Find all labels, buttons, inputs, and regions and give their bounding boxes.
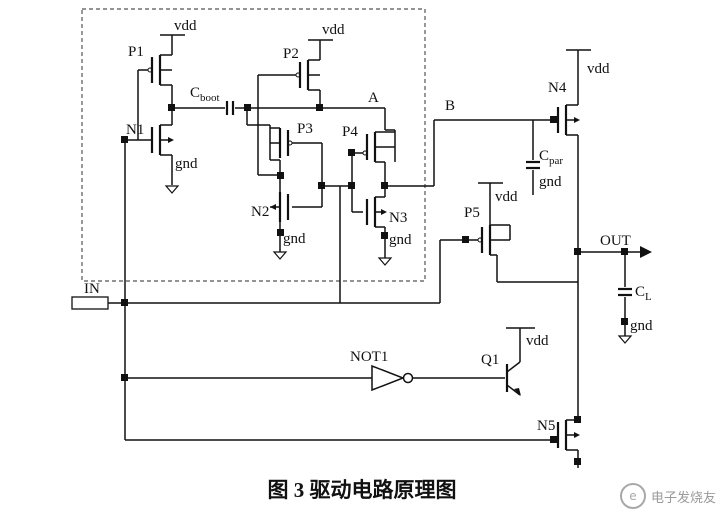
label-n5: N5: [537, 418, 555, 434]
label-gnd: gnd: [539, 174, 562, 190]
label-vdd: vdd: [174, 18, 197, 34]
label-in: IN: [84, 281, 100, 297]
transistor-q1: [505, 327, 535, 396]
transistor-n4: [556, 49, 591, 420]
transistor-p5: [466, 182, 578, 283]
label-cboot: Cboot: [190, 85, 220, 104]
label-p1: P1: [128, 44, 144, 60]
watermark: e 电子发烧友: [619, 483, 716, 509]
ground-symbol: [272, 251, 288, 260]
capacitor-cl: [617, 252, 633, 344]
label-n2: N2: [251, 204, 269, 220]
transistor-p4: [352, 108, 396, 163]
label-vdd: vdd: [587, 61, 610, 77]
label-p4: P4: [342, 124, 358, 140]
label-q1: Q1: [481, 352, 499, 368]
label-vdd: vdd: [322, 22, 345, 38]
watermark-text: 电子发烧友: [650, 490, 716, 506]
label-vdd: vdd: [526, 333, 549, 349]
label-n1: N1: [126, 122, 144, 138]
label-not1: NOT1: [350, 349, 388, 365]
label-node-b: B: [445, 98, 455, 114]
figure-caption: 图 3 驱动电路原理图: [267, 478, 457, 502]
bootstrap-block-outline: [81, 8, 426, 282]
watermark-logo-icon: e: [619, 483, 646, 509]
output-terminal: [640, 246, 652, 258]
label-cl: CL: [635, 284, 652, 303]
input-terminal: [71, 296, 109, 310]
transistor-n1: [125, 108, 180, 194]
transistor-p3: [246, 108, 322, 161]
capacitor-cpar: [526, 120, 540, 195]
inverter-not1: [371, 364, 414, 392]
label-n4: N4: [548, 80, 567, 96]
transistor-n3: [352, 162, 393, 266]
label-n3: N3: [389, 210, 407, 226]
label-p3: P3: [297, 121, 313, 137]
label-gnd: gnd: [283, 231, 306, 247]
label-vdd: vdd: [495, 189, 518, 205]
capacitor-cboot: [172, 101, 385, 115]
transistor-p1: [138, 34, 185, 108]
label-p5: P5: [464, 205, 480, 221]
label-cpar: Cpar: [539, 148, 563, 167]
label-gnd: gnd: [630, 318, 653, 334]
label-p2: P2: [283, 46, 299, 62]
label-gnd: gnd: [389, 232, 412, 248]
ground-symbol: [164, 185, 180, 194]
transistor-p2: [258, 39, 333, 108]
transistor-n2: [270, 160, 322, 260]
label-gnd: gnd: [175, 156, 198, 172]
label-out: OUT: [600, 233, 631, 249]
ground-symbol: [377, 257, 393, 266]
label-node-a: A: [368, 90, 379, 106]
ground-symbol: [617, 335, 633, 344]
